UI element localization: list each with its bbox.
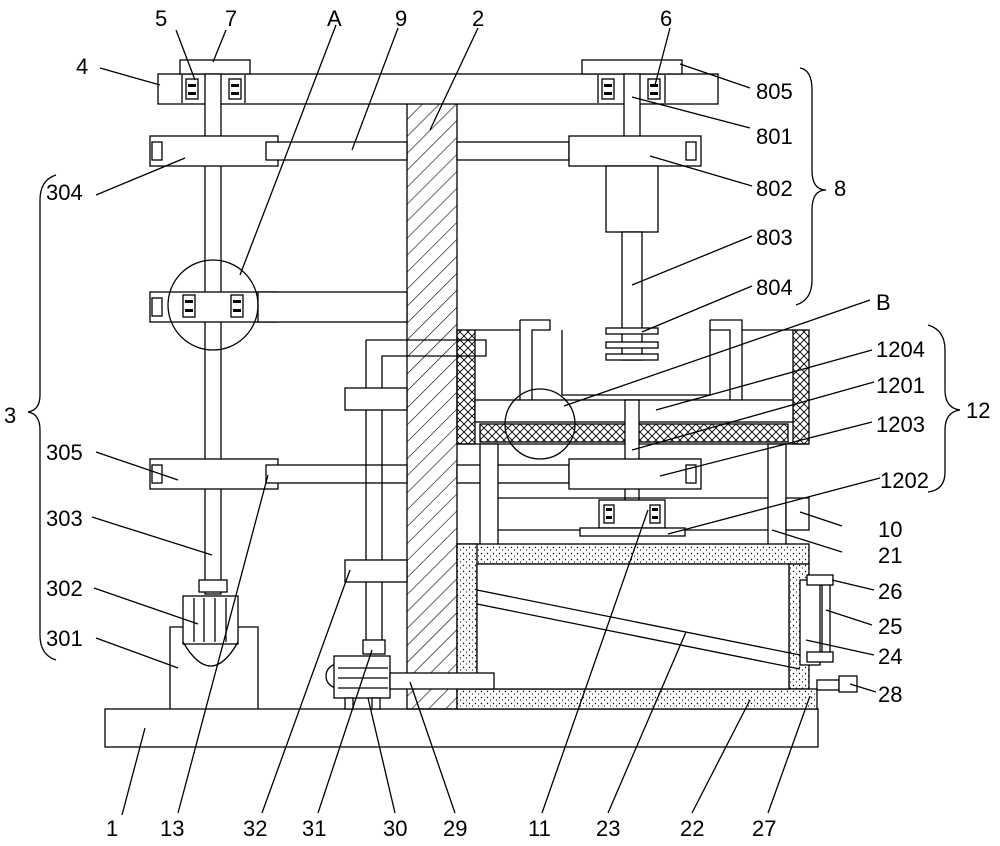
arm-305 [149,458,408,490]
arm-304 [149,135,408,167]
label-32: 32 [243,816,267,841]
label-13: 13 [160,816,184,841]
label-5: 5 [155,6,167,31]
brace-805 [27,67,961,661]
label-28: 28 [878,682,902,707]
incline-plate-23 [476,589,801,670]
label-3: 3 [4,403,16,428]
label-801: 801 [756,124,793,149]
leader-lines [91,24,881,816]
label-303: 303 [46,506,83,531]
upper-cup [519,319,743,400]
label-10: 10 [878,517,902,542]
label-1: 1 [106,816,118,841]
label-A: A [327,6,342,31]
label-23: 23 [596,816,620,841]
hub-804 [605,327,659,361]
label-B: B [876,290,891,315]
bearing-6 [601,78,661,100]
bearing-11 [598,499,666,529]
label-9: 9 [395,6,407,31]
bracket-29 [389,672,495,690]
detail-B [504,388,576,460]
label-305: 305 [46,440,83,465]
frame-posts-21 [479,443,787,565]
label-11: 11 [528,816,551,841]
label-6: 6 [660,6,672,31]
pump-30 [325,655,391,710]
brackets-32 [344,387,408,583]
label-7: 7 [225,6,237,31]
base-plate [104,708,819,748]
label-301: 301 [46,626,83,651]
label-26: 26 [878,579,902,604]
arm-802 [456,135,702,167]
label-1204: 1204 [876,337,925,362]
label-1201: 1201 [876,373,925,398]
label-25: 25 [878,614,902,639]
label-12: 12 [966,398,990,423]
label-302: 302 [46,576,83,601]
label-29: 29 [443,816,467,841]
label-304: 304 [46,180,83,205]
label-804: 804 [756,275,793,300]
plate-1202 [579,527,686,537]
block-10 [785,497,810,531]
central-column [406,102,458,710]
label-8: 8 [834,176,846,201]
arm-mid [149,259,408,351]
label-24: 24 [878,644,902,669]
latch-28 [816,675,858,693]
label-802: 802 [756,176,793,201]
bearing-5 [185,78,242,100]
label-21: 21 [878,543,902,568]
label-1202: 1202 [880,468,929,493]
label-30: 30 [383,816,407,841]
label-22: 22 [680,816,704,841]
label-4: 4 [76,54,88,79]
label-group: 5 7 A 9 2 6 4 805 801 802 8 304 803 804 … [4,6,990,841]
label-805: 805 [756,79,793,104]
label-1203: 1203 [876,412,925,437]
support-301 [169,626,259,709]
lower-box-22 [456,543,818,710]
label-2: 2 [472,6,484,31]
label-803: 803 [756,225,793,250]
door-24 [799,574,834,666]
label-27: 27 [752,816,776,841]
label-31: 31 [302,816,326,841]
